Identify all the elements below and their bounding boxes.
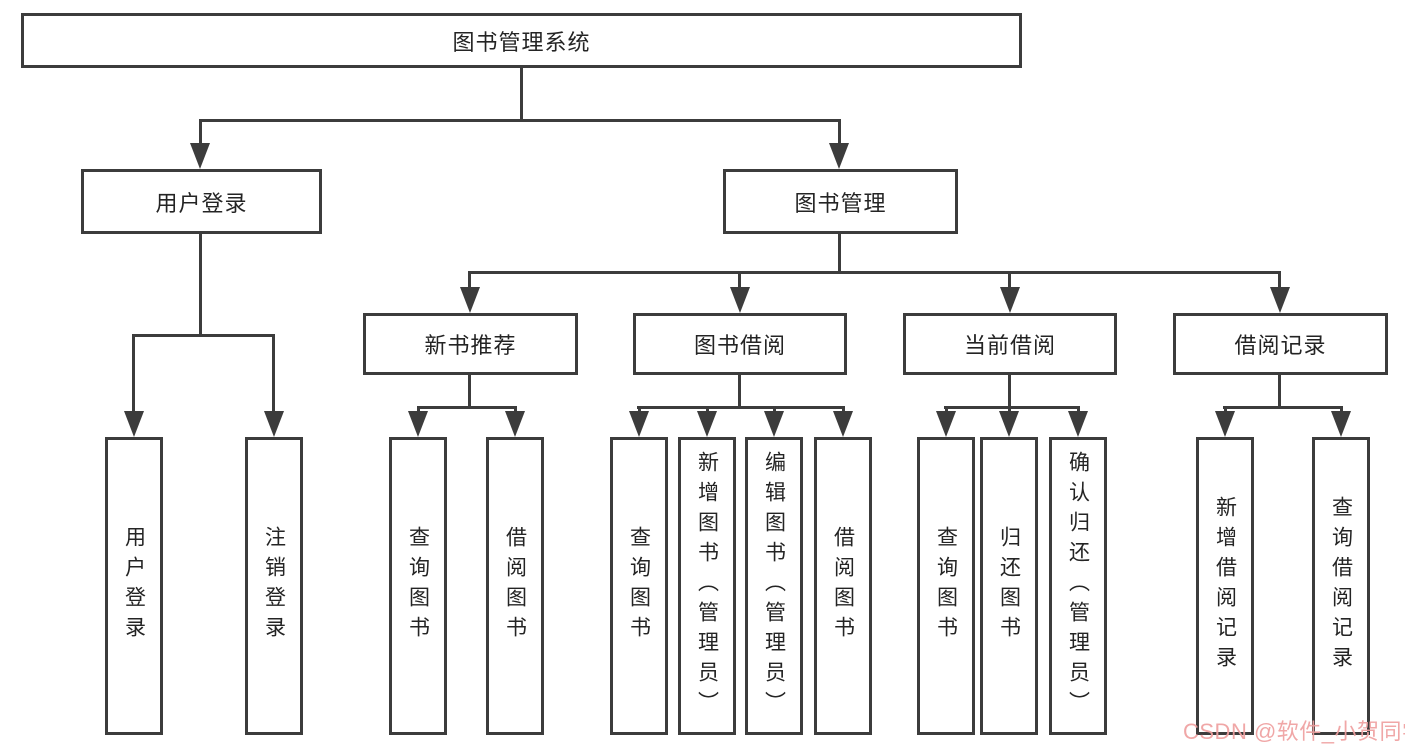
node-library-system: 图书管理系统 xyxy=(21,13,1022,68)
leaf-user-login: 用户登录 xyxy=(105,437,163,735)
leaf-edit-books-admin: 编辑图书（管理员） xyxy=(745,437,803,735)
leaf-label: 新增借阅记录 xyxy=(1213,496,1237,676)
connector-stem xyxy=(838,232,841,274)
arrowhead-down-icon xyxy=(697,411,717,437)
arrowhead-down-icon xyxy=(764,411,784,437)
connector-stem xyxy=(199,232,202,336)
node-label: 借阅记录 xyxy=(1234,333,1327,358)
connector-stem xyxy=(738,373,741,409)
leaf-add-books-admin: 新增图书（管理员） xyxy=(678,437,736,735)
arrowhead-down-icon xyxy=(1000,287,1020,313)
arrowhead-down-icon xyxy=(1068,411,1088,437)
connector-stem xyxy=(738,271,741,291)
connector-group-bar xyxy=(132,334,275,337)
connector-stem xyxy=(468,271,471,291)
leaf-query-books-borrowing: 查询图书 xyxy=(610,437,668,735)
arrowhead-down-icon xyxy=(829,143,849,169)
node-book-management: 图书管理 xyxy=(723,169,958,234)
leaf-label: 查询图书 xyxy=(627,526,651,646)
leaf-label: 查询图书 xyxy=(406,526,430,646)
connector-stem xyxy=(468,373,471,409)
leaf-label: 新增图书（管理员） xyxy=(695,451,719,721)
arrowhead-down-icon xyxy=(264,411,284,437)
connector-stem xyxy=(199,119,202,147)
node-user-login: 用户登录 xyxy=(81,169,322,234)
connector-group-bar xyxy=(417,406,517,409)
node-label: 当前借阅 xyxy=(963,333,1056,358)
node-label: 图书管理系统 xyxy=(452,29,591,55)
connector-trunk-line xyxy=(520,66,523,120)
arrowhead-down-icon xyxy=(936,411,956,437)
leaf-label: 借阅图书 xyxy=(503,526,527,646)
node-label: 图书借阅 xyxy=(693,333,786,358)
node-current-borrowing: 当前借阅 xyxy=(903,313,1117,375)
arrowhead-down-icon xyxy=(730,287,750,313)
arrowhead-down-icon xyxy=(1215,411,1235,437)
node-label: 图书管理 xyxy=(794,190,887,216)
node-borrowing-records: 借阅记录 xyxy=(1173,313,1388,375)
connector-group-bar xyxy=(1223,406,1343,409)
connector-stem xyxy=(1008,373,1011,409)
connector-group-bar xyxy=(944,406,1080,409)
arrowhead-down-icon xyxy=(460,287,480,313)
leaf-return-books: 归还图书 xyxy=(980,437,1038,735)
connector-level3-bar xyxy=(468,271,1281,274)
connector-level2-bar xyxy=(199,119,841,122)
leaf-query-borrow-record: 查询借阅记录 xyxy=(1312,437,1370,735)
node-label: 用户登录 xyxy=(155,190,248,216)
leaf-borrow-books-borrowing: 借阅图书 xyxy=(814,437,872,735)
connector-stem xyxy=(838,119,841,147)
leaf-label: 归还图书 xyxy=(997,526,1021,646)
leaf-label: 确认归还（管理员） xyxy=(1066,451,1090,721)
leaf-label: 借阅图书 xyxy=(831,526,855,646)
leaf-add-borrow-record: 新增借阅记录 xyxy=(1196,437,1254,735)
leaf-label: 注销登录 xyxy=(262,526,286,646)
leaf-label: 查询借阅记录 xyxy=(1329,496,1353,676)
leaf-query-books-recommend: 查询图书 xyxy=(389,437,447,735)
arrowhead-down-icon xyxy=(1270,287,1290,313)
leaf-confirm-return-admin: 确认归还（管理员） xyxy=(1049,437,1107,735)
arrowhead-down-icon xyxy=(124,411,144,437)
node-new-book-recommendation: 新书推荐 xyxy=(363,313,578,375)
connector-stem xyxy=(272,334,275,414)
node-book-borrowing: 图书借阅 xyxy=(633,313,847,375)
arrowhead-down-icon xyxy=(833,411,853,437)
leaf-query-books-current: 查询图书 xyxy=(917,437,975,735)
arrowhead-down-icon xyxy=(999,411,1019,437)
connector-stem xyxy=(1008,271,1011,291)
leaf-label: 查询图书 xyxy=(934,526,958,646)
leaf-logout: 注销登录 xyxy=(245,437,303,735)
connector-stem xyxy=(1278,373,1281,409)
leaf-borrow-books-recommend: 借阅图书 xyxy=(486,437,544,735)
connector-stem xyxy=(132,334,135,414)
csdn-watermark: CSDN @软件_小贺同学 xyxy=(1183,719,1405,744)
connector-group-bar xyxy=(637,406,845,409)
leaf-label: 用户登录 xyxy=(122,526,146,646)
arrowhead-down-icon xyxy=(1331,411,1351,437)
node-label: 新书推荐 xyxy=(424,333,517,358)
arrowhead-down-icon xyxy=(629,411,649,437)
arrowhead-down-icon xyxy=(190,143,210,169)
leaf-label: 编辑图书（管理员） xyxy=(762,451,786,721)
arrowhead-down-icon xyxy=(408,411,428,437)
arrowhead-down-icon xyxy=(505,411,525,437)
connector-stem xyxy=(1278,271,1281,291)
